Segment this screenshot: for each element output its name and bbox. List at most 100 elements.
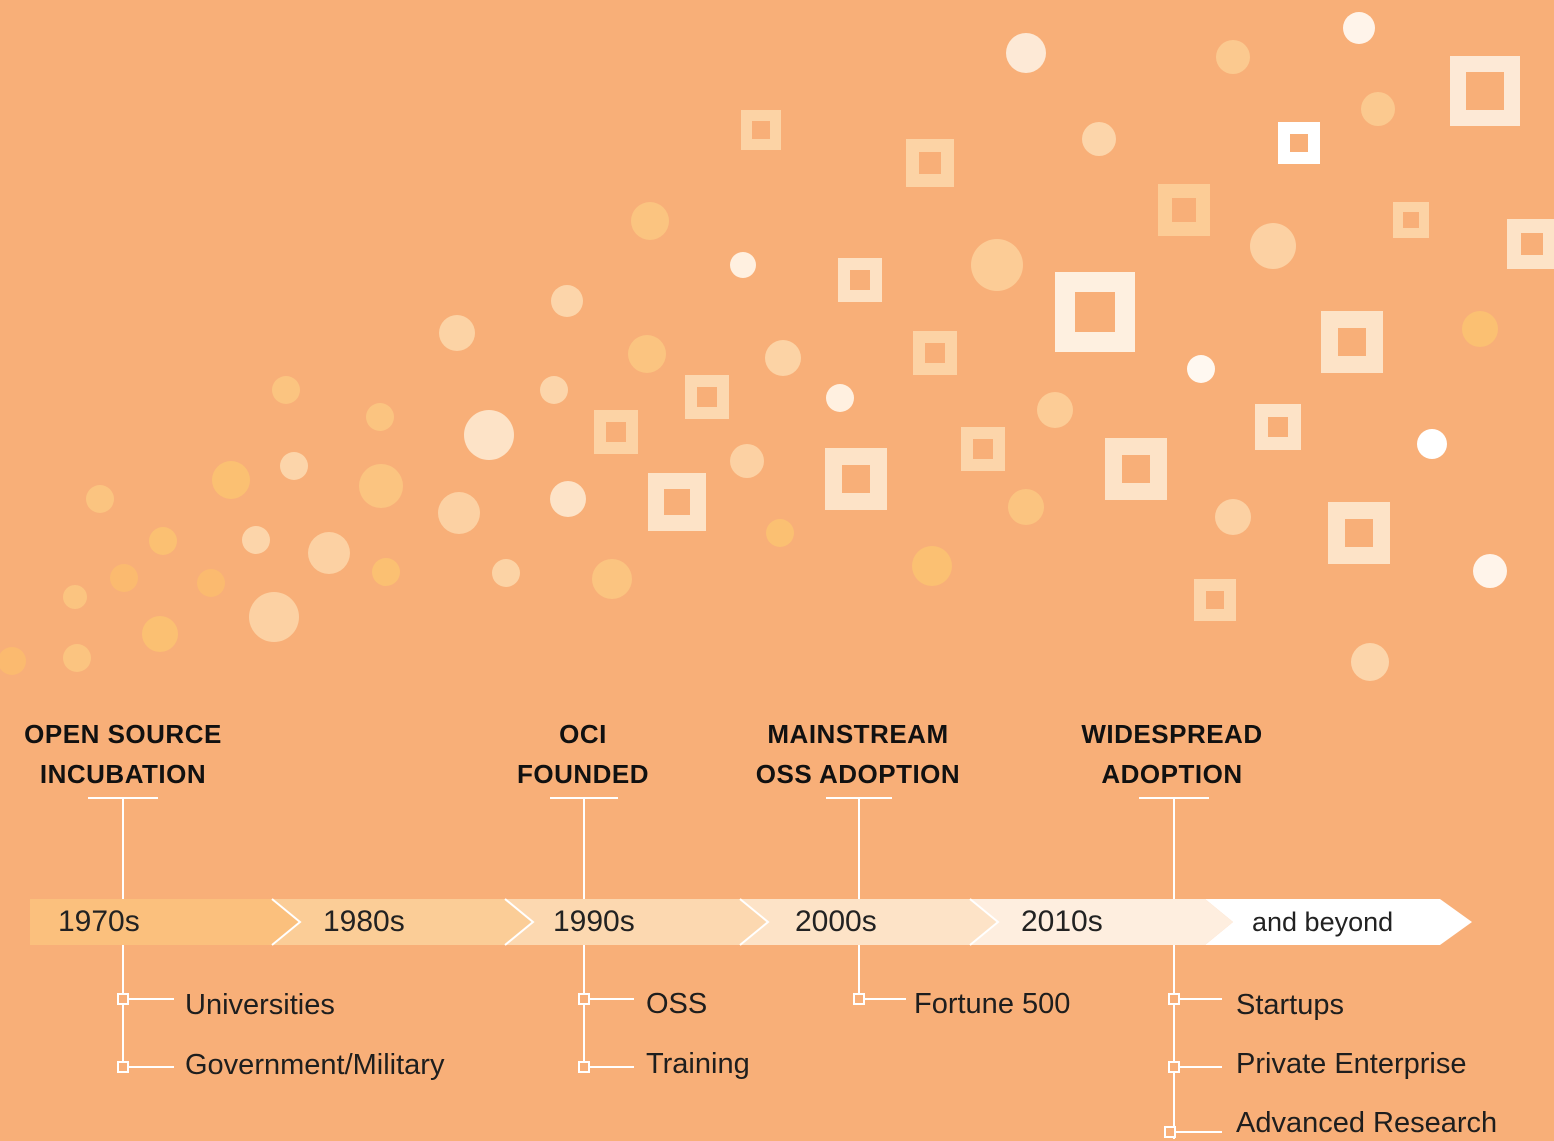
decorative-circle: [730, 444, 764, 478]
decorative-square: [594, 410, 638, 454]
milestone-title-line2: FOUNDED: [516, 759, 650, 789]
decorative-circle: [63, 644, 91, 672]
item-private-enterprise: Private Enterprise: [1236, 1048, 1467, 1080]
decorative-circle: [550, 481, 586, 517]
era-label-1980s: 1980s: [323, 905, 405, 938]
decorative-circle: [149, 527, 177, 555]
era-arrow-band: [30, 898, 1472, 946]
decorative-circle: [197, 569, 225, 597]
decorative-circle: [86, 485, 114, 513]
decorative-circle: [280, 452, 308, 480]
decorative-circle: [439, 315, 475, 351]
decorative-square: [1105, 438, 1167, 500]
decorative-circle: [1006, 33, 1046, 73]
decorative-square: [838, 258, 882, 302]
decorative-circle: [628, 335, 666, 373]
decorative-circle: [1215, 499, 1251, 535]
decorative-circle: [1250, 223, 1296, 269]
item-oss: OSS: [646, 988, 708, 1020]
decorative-circle: [971, 239, 1023, 291]
decorative-circle: [492, 559, 520, 587]
milestone-title-line1: MAINSTREAM: [767, 719, 949, 749]
decorative-pattern: [0, 12, 1554, 681]
era-label-2000s: 2000s: [795, 905, 877, 938]
decorative-circle: [63, 585, 87, 609]
decorative-circle: [1351, 643, 1389, 681]
decorative-square: [1393, 202, 1429, 238]
era-segment-and-beyond: [1205, 899, 1472, 945]
decorative-circle: [826, 384, 854, 412]
decorative-square: [913, 331, 957, 375]
milestone-title-line2: OSS ADOPTION: [755, 759, 961, 789]
era-label-2010s: 2010s: [1021, 905, 1103, 938]
decorative-circle: [1417, 429, 1447, 459]
decorative-circle: [551, 285, 583, 317]
decorative-square: [1255, 404, 1301, 450]
item-universities: Universities: [185, 989, 335, 1021]
decorative-circle: [372, 558, 400, 586]
milestone-oci-founded: OCI FOUNDED: [433, 714, 733, 794]
decorative-circle: [1216, 40, 1250, 74]
era-segment-1970s: [30, 899, 300, 945]
era-segment-2000s: [740, 899, 998, 945]
decorative-circle: [1187, 355, 1215, 383]
decorative-square: [1507, 219, 1554, 269]
era-label-1990s: 1990s: [553, 905, 635, 938]
item-startups: Startups: [1236, 989, 1344, 1021]
decorative-circle: [1082, 122, 1116, 156]
decorative-square: [741, 110, 781, 150]
milestone-widespread-adoption: WIDESPREAD ADOPTION: [1022, 714, 1322, 794]
milestone-open-source-incubation: OPEN SOURCE INCUBATION: [0, 714, 273, 794]
decorative-circle: [540, 376, 568, 404]
era-label-and-beyond: and beyond: [1252, 907, 1394, 937]
era-segment-1990s: [505, 899, 768, 945]
era-segment-1980s: [272, 899, 533, 945]
item-connector-nodes: [117, 993, 1180, 1138]
item-fortune-500: Fortune 500: [914, 988, 1071, 1020]
decorative-circle: [1462, 311, 1498, 347]
decorative-circle: [730, 252, 756, 278]
decorative-circle: [1008, 489, 1044, 525]
milestone-title-line1: WIDESPREAD: [1081, 719, 1263, 749]
milestone-title-line2: INCUBATION: [39, 759, 207, 789]
decorative-circle: [212, 461, 250, 499]
decorative-circle: [766, 519, 794, 547]
milestone-mainstream-oss-adoption: MAINSTREAM OSS ADOPTION: [708, 714, 1008, 794]
decorative-circle: [142, 616, 178, 652]
era-segment-2010s: [970, 899, 1233, 945]
decorative-square: [906, 139, 954, 187]
decorative-circle: [249, 592, 299, 642]
decorative-circle: [765, 340, 801, 376]
decorative-square: [1328, 502, 1390, 564]
decorative-circle: [1343, 12, 1375, 44]
item-advanced-research: Advanced Research: [1236, 1107, 1498, 1139]
item-training: Training: [646, 1048, 750, 1080]
decorative-circle: [438, 492, 480, 534]
decorative-square: [1450, 56, 1520, 126]
decorative-square: [961, 427, 1005, 471]
milestone-title-line2: ADOPTION: [1101, 759, 1243, 789]
decorative-circles: [0, 12, 1507, 681]
decorative-square: [825, 448, 887, 510]
item-connectors: [122, 945, 1222, 1139]
decorative-square: [685, 375, 729, 419]
item-government-military: Government/Military: [185, 1049, 445, 1081]
decorative-square: [1055, 272, 1135, 352]
decorative-circle: [1361, 92, 1395, 126]
decorative-circle: [592, 559, 632, 599]
milestone-title-line1: OCI: [559, 719, 607, 749]
decorative-square: [1321, 311, 1383, 373]
decorative-circle: [110, 564, 138, 592]
decorative-circle: [272, 376, 300, 404]
decorative-circle: [1473, 554, 1507, 588]
decorative-square: [1278, 122, 1320, 164]
decorative-circle: [464, 410, 514, 460]
decorative-circle: [912, 546, 952, 586]
decorative-circle: [366, 403, 394, 431]
decorative-square: [648, 473, 706, 531]
decorative-square: [1158, 184, 1210, 236]
decorative-circle: [308, 532, 350, 574]
decorative-square: [1194, 579, 1236, 621]
decorative-circle: [1037, 392, 1073, 428]
